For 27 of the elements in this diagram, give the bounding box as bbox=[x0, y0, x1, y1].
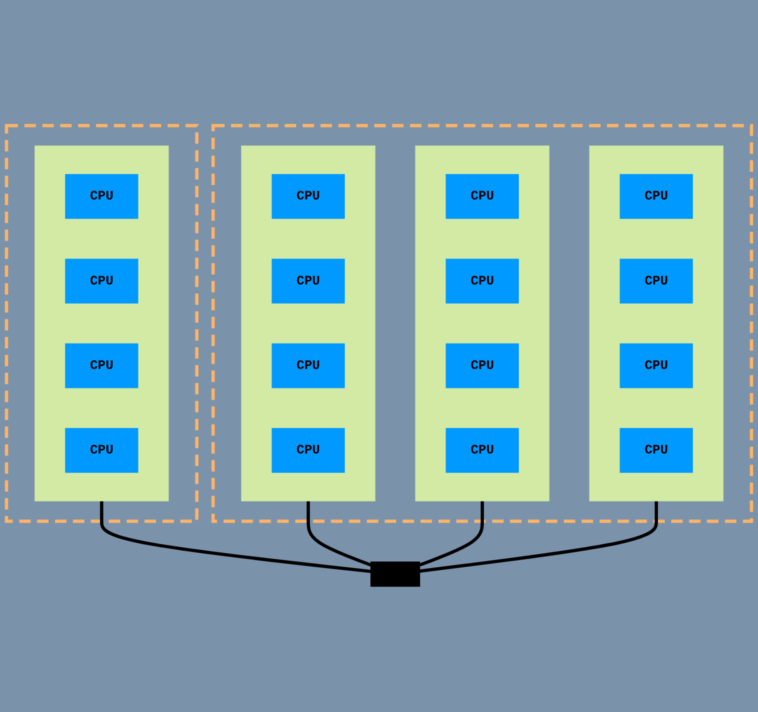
node-box: CPU bbox=[65, 428, 138, 473]
node-box: CPU bbox=[65, 258, 138, 304]
node-box: CPU bbox=[446, 258, 519, 304]
node-bar bbox=[370, 562, 420, 587]
cluster bbox=[4, 124, 198, 523]
connector bbox=[420, 500, 658, 573]
cluster bbox=[589, 146, 724, 502]
node-box: CPU bbox=[620, 343, 693, 388]
node-box: CPU bbox=[272, 174, 345, 219]
node-box: CPU bbox=[446, 343, 519, 388]
node-box: CPU bbox=[272, 343, 345, 388]
cluster bbox=[241, 146, 376, 502]
node-box: CPU bbox=[620, 174, 693, 219]
node-box: CPU bbox=[65, 343, 138, 388]
node-box: CPU bbox=[272, 428, 345, 473]
cluster bbox=[415, 146, 550, 502]
cluster bbox=[34, 146, 169, 502]
connector bbox=[100, 500, 372, 574]
node-box: CPU bbox=[620, 258, 693, 304]
node-box: CPU bbox=[272, 258, 345, 304]
node-box: CPU bbox=[446, 174, 519, 219]
connector bbox=[419, 500, 484, 567]
connector bbox=[306, 500, 372, 567]
node-box: CPU bbox=[65, 174, 138, 219]
node-box: CPU bbox=[446, 428, 519, 473]
cluster bbox=[211, 124, 754, 523]
node-box: CPU bbox=[620, 428, 693, 473]
